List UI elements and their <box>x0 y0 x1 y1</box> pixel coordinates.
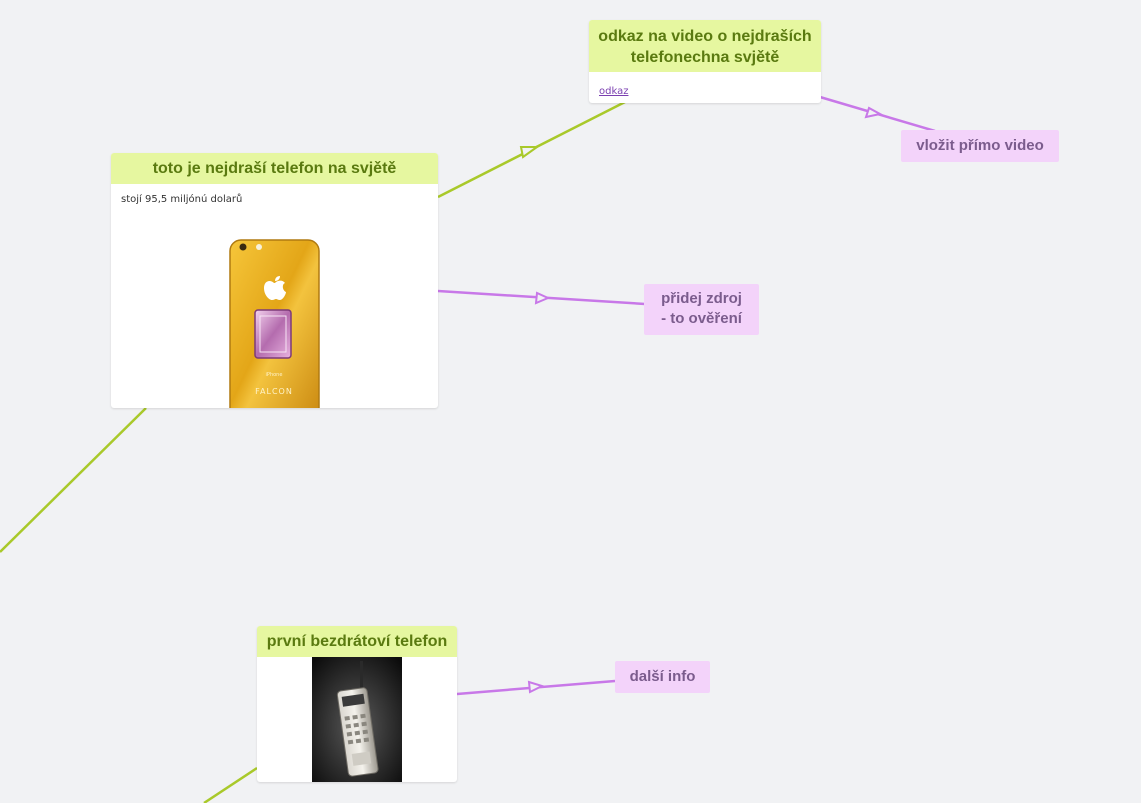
expensive-phone-card[interactable]: toto je nejdraší telefon na svjětě stojí… <box>111 153 438 408</box>
green-connector-left-to-top-card <box>0 407 147 553</box>
green-arrowhead-icon <box>519 146 541 159</box>
expensive-phone-card-title: toto je nejdraší telefon na svjětě <box>111 153 438 184</box>
note-more-info[interactable]: další info <box>615 661 710 693</box>
video-link-card-title: odkaz na video o nejdraších telefonechna… <box>589 20 821 72</box>
first-wireless-phone-card[interactable]: první bezdrátoví telefon <box>257 626 457 782</box>
pink-diamond-image <box>254 309 292 359</box>
dynatac-phone-image <box>312 657 402 782</box>
note-add-source[interactable]: přidej zdroj - to ověření <box>644 284 759 335</box>
video-link-card-title-line2: telefonechna svjětě <box>630 49 780 66</box>
phone-brand-text-2: FALCON <box>255 387 293 396</box>
note-add-source-line2: - to ověření <box>661 310 742 327</box>
green-connector-bottom-to-wireless-card <box>203 766 258 803</box>
purple-connector-card-to-source <box>437 289 646 306</box>
expensive-phone-card-title-text: toto je nejdraší telefon na svjětě <box>152 160 397 177</box>
video-link-card-title-line1: odkaz na video o nejdraších <box>598 28 812 45</box>
note-embed-video-text: vložit přímo video <box>916 137 1044 154</box>
purple-arrowhead-icon <box>527 680 545 694</box>
first-wireless-phone-card-title-text: první bezdrátoví telefon <box>266 633 448 650</box>
phone-brand-text-1: iPhone <box>266 372 283 378</box>
purple-arrowhead-icon <box>534 291 551 305</box>
video-link-card[interactable]: odkaz na video o nejdraších telefonechna… <box>589 20 821 103</box>
first-wireless-phone-card-title: první bezdrátoví telefon <box>257 626 457 657</box>
note-more-info-text: další info <box>629 668 696 685</box>
purple-connector-wireless-to-info <box>456 679 616 696</box>
purple-connector-video-to-embed <box>819 95 936 133</box>
expensive-phone-caption: stojí 95,5 miljónú dolarů <box>121 194 243 205</box>
purple-arrowhead-icon <box>864 106 883 119</box>
note-add-source-line1: přidej zdroj <box>661 290 742 307</box>
note-embed-video[interactable]: vložit přímo video <box>901 130 1059 162</box>
video-link[interactable]: odkaz <box>599 86 629 97</box>
gold-iphone-image: iPhone FALCON <box>229 239 320 408</box>
green-connector-top-card-to-video <box>437 100 626 199</box>
apple-logo-icon <box>264 276 286 300</box>
